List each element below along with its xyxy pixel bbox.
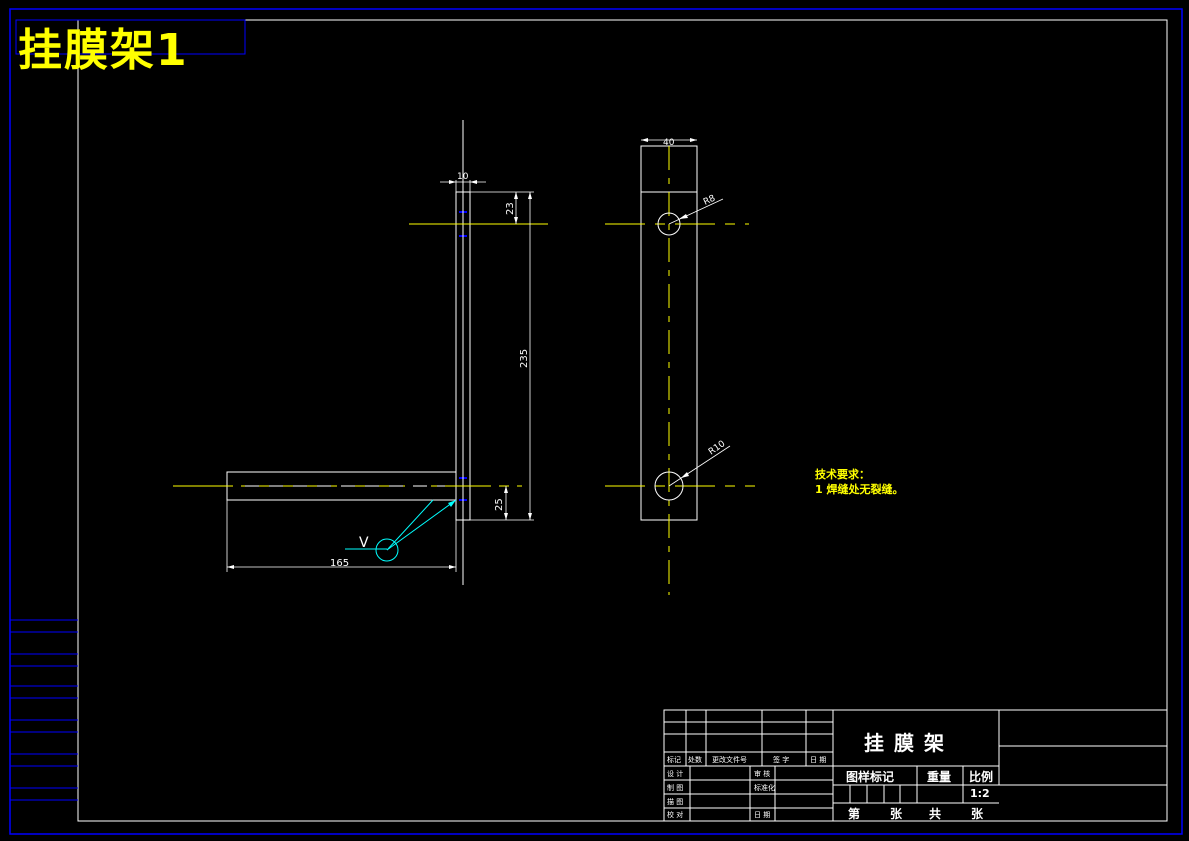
tb-sheet-total: 共 — [929, 807, 942, 821]
tb-date: 日 期 — [754, 811, 770, 819]
hole-top — [657, 212, 681, 236]
hole-bottom — [654, 471, 684, 501]
dim-thickness: 10 — [457, 172, 469, 182]
tech-requirements: 技术要求： 1 焊缝处无裂缝。 — [815, 467, 903, 497]
tech-requirements-line1: 1 焊缝处无裂缝。 — [815, 483, 904, 496]
side-view — [173, 120, 548, 585]
title-block — [663, 709, 1168, 822]
tb-review: 审 核 — [754, 769, 770, 778]
tb-design: 设 计 — [667, 769, 683, 778]
tech-requirements-heading: 技术要求： — [815, 468, 870, 481]
tb-check: 校 对 — [667, 810, 683, 819]
tb-rev-doc: 更改文件号 — [712, 755, 747, 764]
dim-width: 40 — [663, 138, 675, 148]
tb-rev-date: 日 期 — [810, 756, 826, 764]
tb-scale-label: 比例 — [969, 770, 994, 784]
left-strip — [10, 619, 78, 801]
tb-rev-mark: 标记 — [667, 755, 681, 764]
drawing-title: 挂膜架1 — [18, 25, 189, 76]
weld-symbol-label: V — [359, 535, 369, 551]
tb-rev-sign: 签 字 — [773, 755, 789, 764]
dim-top-offset: 23 — [505, 202, 516, 215]
tb-draw: 制 图 — [667, 783, 683, 792]
tb-part-name: 挂膜架 — [864, 731, 954, 755]
dim-hole-top: R8 — [702, 193, 717, 207]
tb-weight: 重量 — [927, 770, 952, 784]
tb-sheet-unit2: 张 — [971, 807, 984, 821]
dim-arm-length: 165 — [330, 558, 349, 569]
dim-height: 235 — [519, 349, 530, 368]
tb-sheet-unit1: 张 — [890, 807, 903, 821]
outer-frame — [9, 8, 1183, 835]
title-box — [15, 19, 246, 55]
tb-trace: 描 图 — [667, 797, 683, 806]
tb-pattern-mark: 图样标记 — [846, 770, 895, 784]
tb-scale-value: 1:2 — [970, 787, 990, 800]
inner-frame — [77, 19, 1168, 822]
tb-rev-count: 处数 — [688, 755, 702, 764]
tb-sheet-no: 第 — [848, 807, 861, 821]
weld-symbol — [345, 499, 457, 562]
dim-bottom-offset: 25 — [494, 498, 505, 511]
tb-standard: 标准化 — [754, 783, 775, 792]
front-view — [605, 138, 755, 595]
